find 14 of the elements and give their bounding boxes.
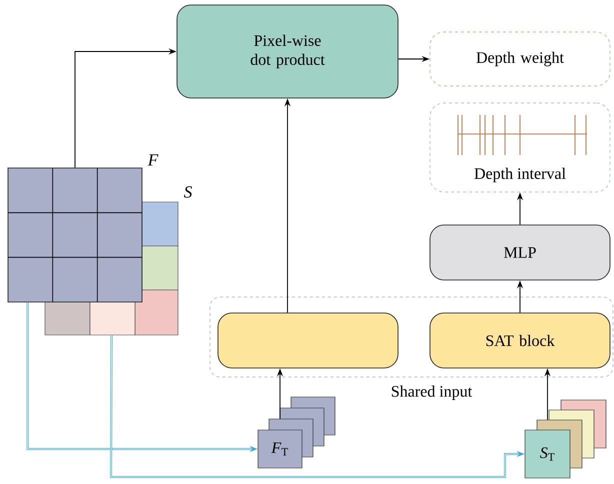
process-box: Pixel-wise dot product [176, 4, 398, 98]
group-label: Shared input [392, 386, 472, 400]
process-box: SAT block [430, 312, 610, 368]
node-label: F [148, 154, 158, 166]
node-label: S$_{T}$ [540, 447, 554, 461]
process-box [218, 312, 398, 368]
output-box [430, 102, 610, 192]
node-label: F$_{T}$ [271, 442, 288, 456]
feature-stack: F$_{T}$ [258, 396, 336, 468]
node-label: S [184, 186, 192, 198]
feature-stack: S$_{T}$ [524, 400, 606, 478]
output-box: Depth weight [430, 32, 610, 86]
box-label: Depth interval [474, 168, 566, 182]
process-box: MLP [430, 224, 610, 280]
